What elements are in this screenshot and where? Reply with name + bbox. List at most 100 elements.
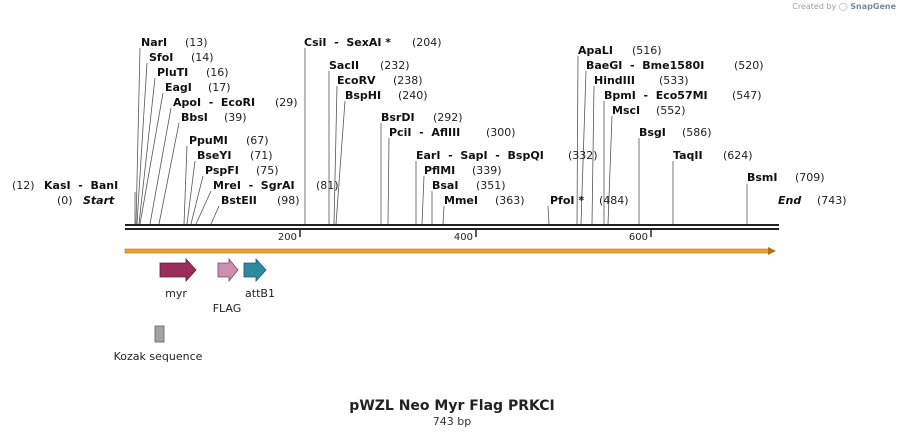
leader-line-apali [576,55,579,225]
site-pos-pspfi: (75) [256,164,279,177]
bp-axis: 200 400 600 [278,229,652,243]
leader-line-hindiii [591,85,595,225]
leader-line-msci [607,115,613,225]
feature-attb1: attB1 [243,257,275,300]
leader-line-ecorv [333,85,338,225]
site-pos-bpmi-eco57mi: (547) [732,89,762,102]
site-pos-bsrdi: (292) [433,111,463,124]
site-label-bsmi: BsmI [747,171,778,184]
backbone-top-strand [125,224,779,226]
start-label: Start [83,194,115,207]
site-pos-mmei: (363) [495,194,525,207]
site-pos-eari-sapi-bspqi: (332) [568,149,598,162]
tick-label-600: 600 [629,232,648,243]
leader-line-bseyi [186,160,196,225]
site-label-pluti: PluTI [157,66,188,79]
site-label-pflmi: PflMI [424,164,455,177]
site-pos-eagi: (17) [208,81,231,94]
orf-arrow [124,247,776,255]
site-pos-bsai: (351) [476,179,506,192]
leader-line-bsphi [335,100,346,225]
myr-arrow-icon [159,257,197,283]
site-label-ppumi: PpuMI [189,134,228,147]
leader-line-pcii [387,137,390,225]
site-pos-apoi-ecori: (29) [275,96,298,109]
site-label-pfoi: PfoI * [550,194,584,207]
site-label-pcii-afliii: PciI - AflIII [389,126,460,139]
feature-flag: FLAG [213,257,242,315]
site-pos-pflmi: (339) [472,164,502,177]
site-label-mrei-sgrai: MreI - SgrAI [213,179,295,192]
feature-kozak: Kozak sequence [114,325,203,363]
attb1-arrow-icon [243,257,267,283]
flag-label: FLAG [213,302,242,315]
site-pos-taqii: (624) [723,149,753,162]
flag-arrow-icon [217,257,239,283]
kozak-box-icon [154,325,165,343]
leader-line-pspfi [190,175,204,225]
site-label-taqii: TaqII [673,149,703,162]
site-pos-bsphi: (240) [398,89,428,102]
site-pos-baegi-bme1580i: (520) [734,59,764,72]
site-pos-sfoi: (14) [191,51,214,64]
attb1-label: attB1 [245,287,275,300]
plasmid-title: pWZL Neo Myr Flag PRKCI [349,398,555,414]
leader-line-pflmi [421,175,425,225]
site-pos-bsteii: (98) [277,194,300,207]
leader-line-eagi [139,92,164,225]
site-label-kasi-bani: KasI - BanI [44,179,118,192]
site-pos-sacii: (232) [380,59,410,72]
site-pos-nari: (13) [185,36,208,49]
site-label-bbsi: BbsI [181,111,208,124]
site-pos-bsmi: (709) [795,171,825,184]
site-pos-kasi-bani: (12) [12,179,35,192]
tick-label-400: 400 [454,232,473,243]
leader-line-apoi [149,107,172,225]
leader-line-baegi [580,70,587,225]
site-label-sfoi: SfoI [149,51,173,64]
snapgene-logo-icon: ◯ [838,2,848,11]
leader-line-mmei [442,205,445,225]
leader-line-nari [135,47,141,225]
site-pos-msci: (552) [656,104,686,117]
site-label-apoi-ecori: ApoI - EcoRI [173,96,255,109]
leader-line-bsteii [210,205,220,225]
end-pos: (743) [817,194,847,207]
site-pos-bsgi: (586) [682,126,712,139]
site-pos-ecorv: (238) [393,74,423,87]
leader-line-bbsi [158,122,180,225]
site-pos-hindiii: (533) [659,74,689,87]
site-label-bsgi: BsgI [639,126,666,139]
site-pos-ppumi: (67) [246,134,269,147]
backbone-bottom-strand [125,228,779,230]
site-label-hindiii: HindIII [594,74,635,87]
site-label-bsteii: BstEII [221,194,257,207]
site-label-bpmi-eco57mi: BpmI - Eco57MI [604,89,708,102]
orf-bar [124,248,772,254]
orf-arrowhead [768,247,776,255]
site-label-bseyi: BseYI [197,149,231,162]
site-pos-bseyi: (71) [250,149,273,162]
site-pos-pluti: (16) [206,66,229,79]
leader-line-mrei [195,190,212,225]
leader-line-ppumi [183,145,188,225]
site-label-pspfi: PspFI [205,164,239,177]
credit-brand: SnapGene [850,2,896,11]
site-label-apali: ApaLI [578,44,613,57]
feature-myr: myr [159,257,197,300]
start-pos: (0) [57,194,73,207]
site-label-nari: NarI [141,36,167,49]
restriction-site-labels: NarI (13) SfoI (14) PluTI (16) EagI (17)… [12,36,847,207]
site-label-bsrdi: BsrDI [381,111,415,124]
site-pos-csii-sexai: (204) [412,36,442,49]
leader-line-sfoi [136,62,148,225]
credit-prefix: Created by [792,2,837,11]
site-label-msci: MscI [612,104,640,117]
leader-lines [134,47,748,225]
myr-label: myr [165,287,187,300]
site-pos-mrei-sgrai: (81) [316,179,339,192]
site-label-ecorv: EcoRV [337,74,376,87]
leader-line-pfoi [547,205,550,225]
site-label-bsphi: BspHI [345,89,381,102]
site-pos-apali: (516) [632,44,662,57]
